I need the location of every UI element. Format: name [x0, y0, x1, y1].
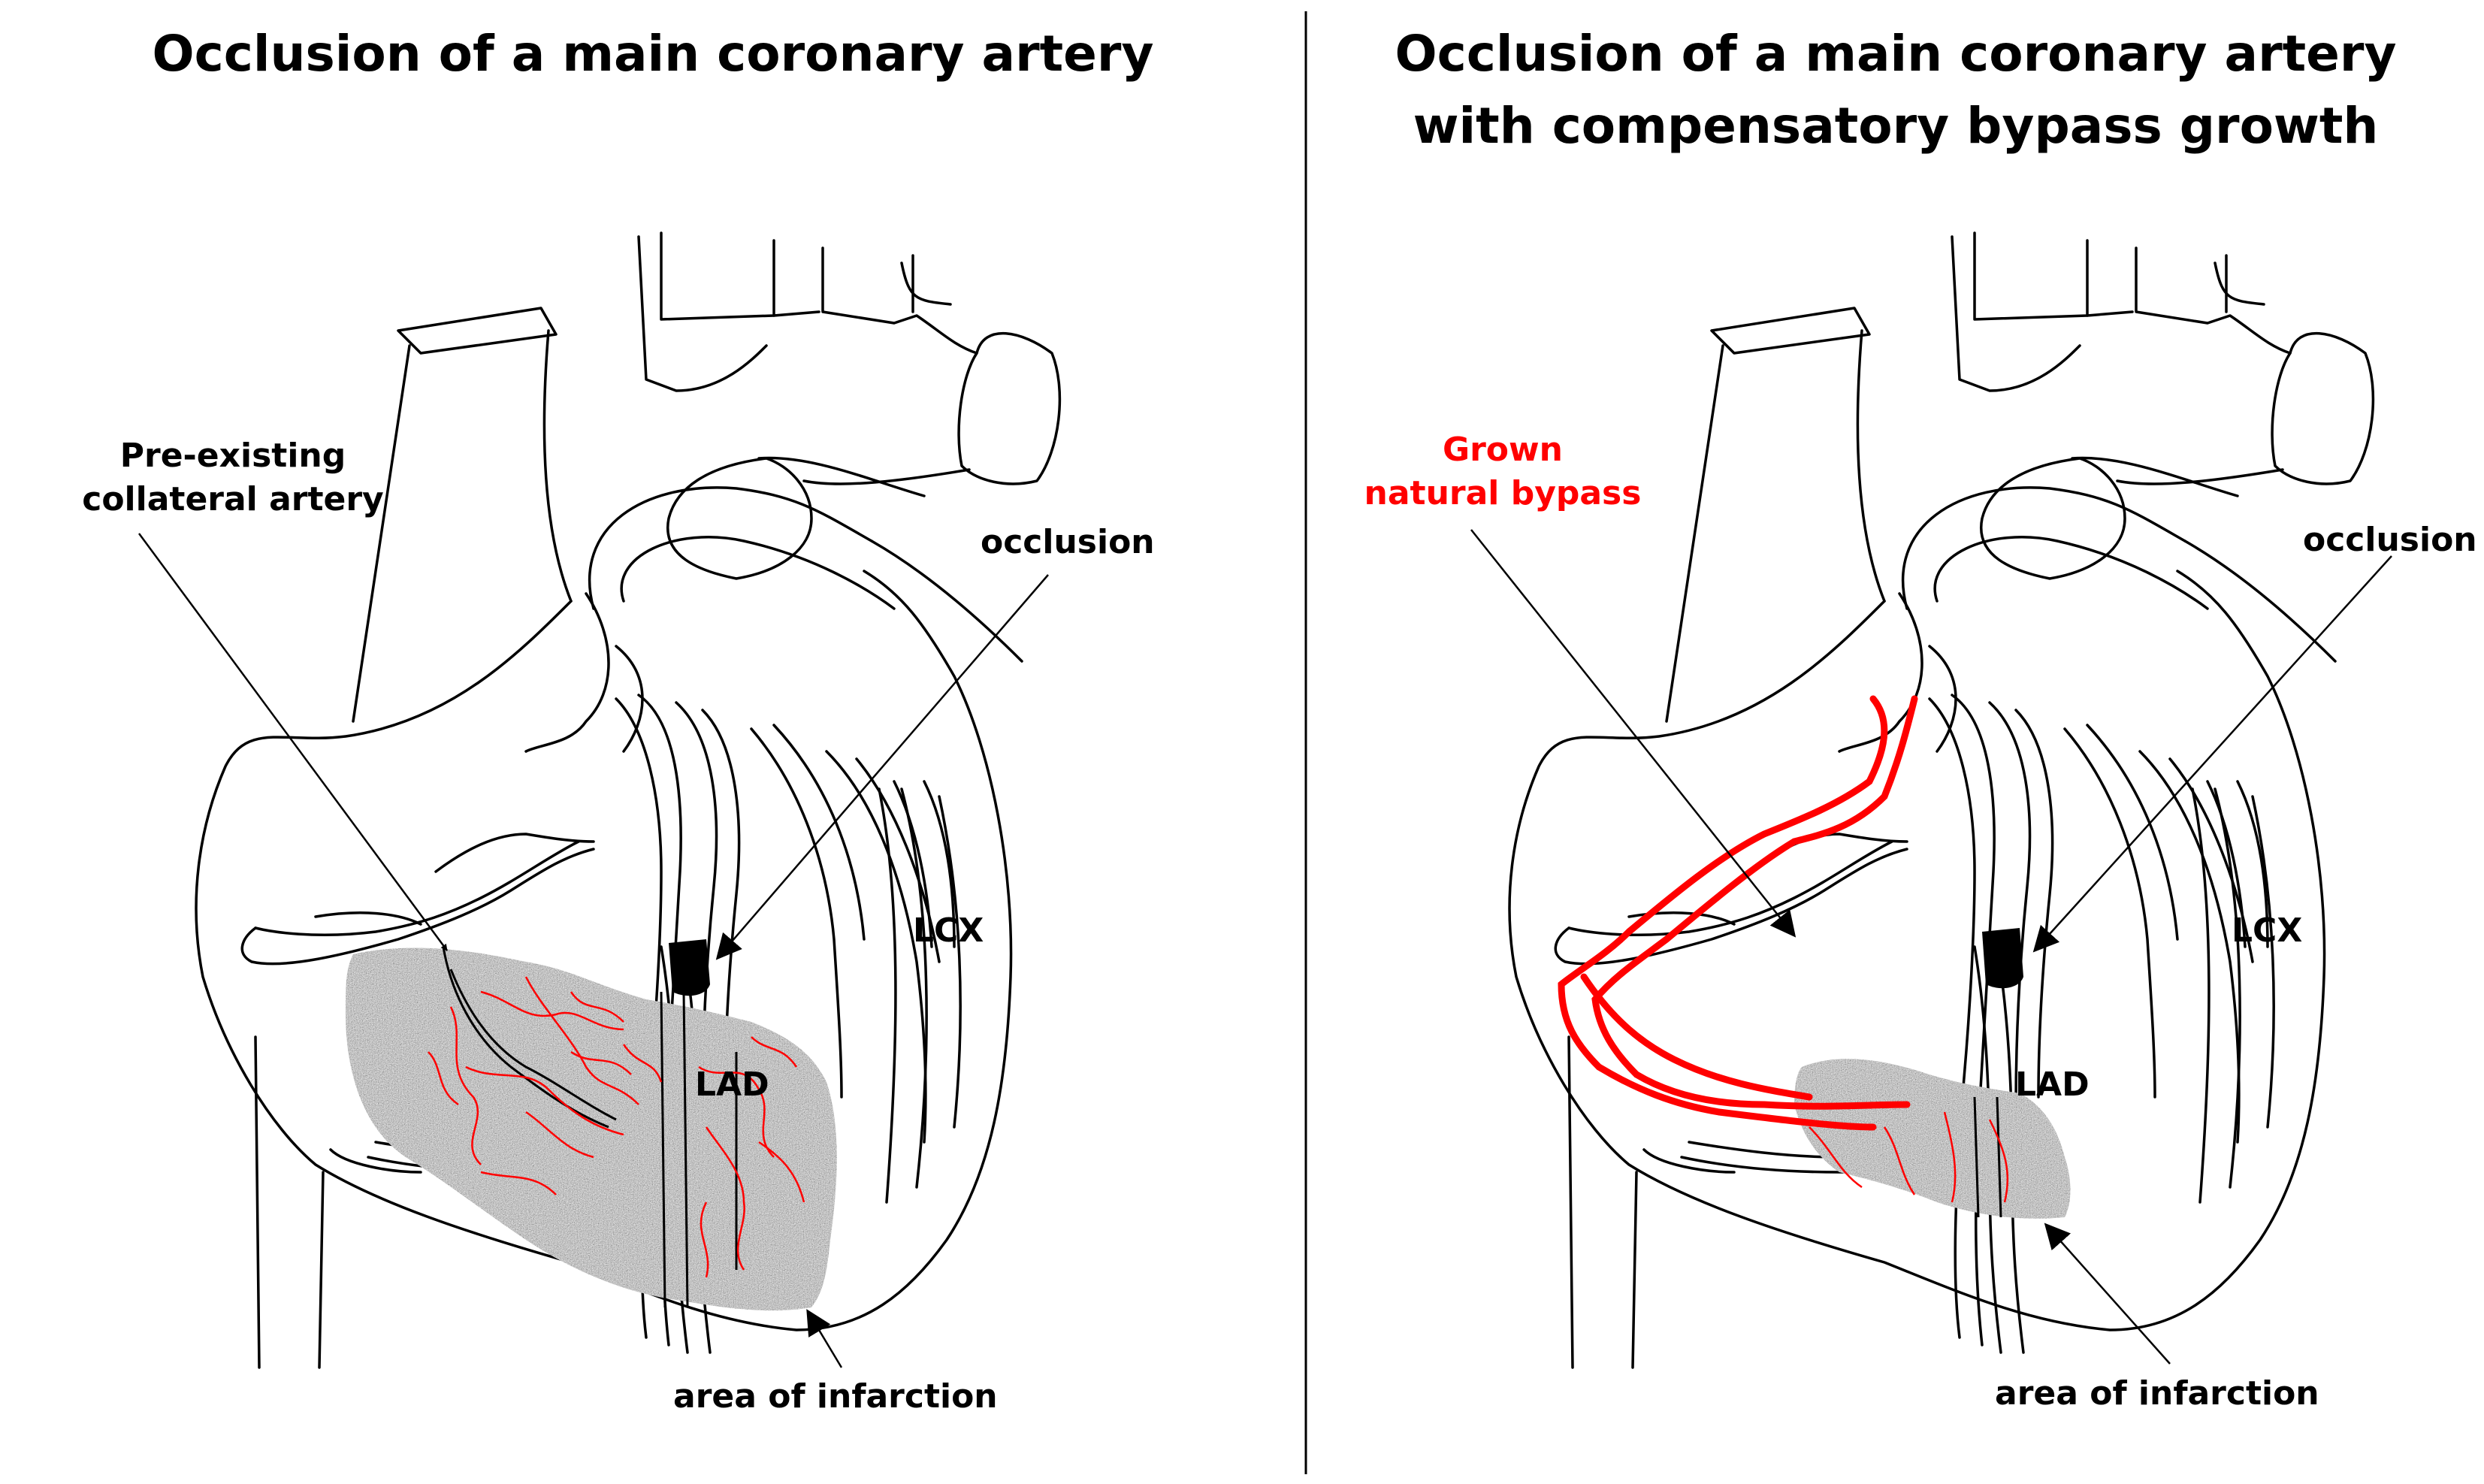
left-infarction-label: area of infarction	[673, 1377, 998, 1416]
right-bypass-label-line2: natural bypass	[1364, 474, 1642, 512]
right-panel-title: Occlusion of a main coronary artery with…	[1307, 18, 2484, 162]
left-infarct-area	[346, 948, 837, 1311]
left-collateral-pointer	[137, 533, 449, 951]
right-occlusion-block	[1982, 928, 2023, 989]
right-infarct-area	[1794, 1059, 2071, 1219]
right-bypass-label-line1: Grown	[1442, 431, 1563, 469]
left-occlusion-label: occlusion	[981, 523, 1155, 561]
right-grown-bypass	[1558, 695, 1918, 1131]
right-panel-title-line1: Occlusion of a main coronary artery	[1395, 25, 2397, 83]
right-infarction-pointer	[2044, 1223, 2171, 1365]
left-collateral-label-line2: collateral artery	[82, 480, 384, 518]
left-lad-label: LAD	[695, 1065, 769, 1104]
right-infarction-label: area of infarction	[1995, 1374, 2319, 1413]
right-occlusion-pointer	[2032, 555, 2392, 953]
left-occlusion-block	[669, 939, 710, 996]
right-lad-label: LAD	[2015, 1065, 2090, 1104]
left-infarction-pointer	[806, 1309, 843, 1368]
right-heart-drawing	[1470, 231, 2392, 1369]
right-occlusion-label: occlusion	[2303, 521, 2477, 559]
left-lcx-label: LCX	[913, 911, 984, 950]
right-panel-title-line2: with compensatory bypass growth	[1413, 97, 2379, 155]
left-collateral-label-line1: Pre-existing	[119, 437, 346, 475]
left-collateral-vessels	[428, 976, 805, 1278]
right-lcx-label: LCX	[2232, 911, 2303, 950]
left-heart-drawing	[137, 231, 1062, 1369]
left-collateral-label: Pre-existing collateral artery	[0, 434, 466, 521]
left-occlusion-pointer	[715, 574, 1049, 960]
right-bypass-label: Grown natural bypass	[1307, 428, 1698, 515]
right-bypass-pointer	[1470, 529, 1797, 938]
left-panel-title: Occlusion of a main coronary artery	[152, 25, 1154, 83]
